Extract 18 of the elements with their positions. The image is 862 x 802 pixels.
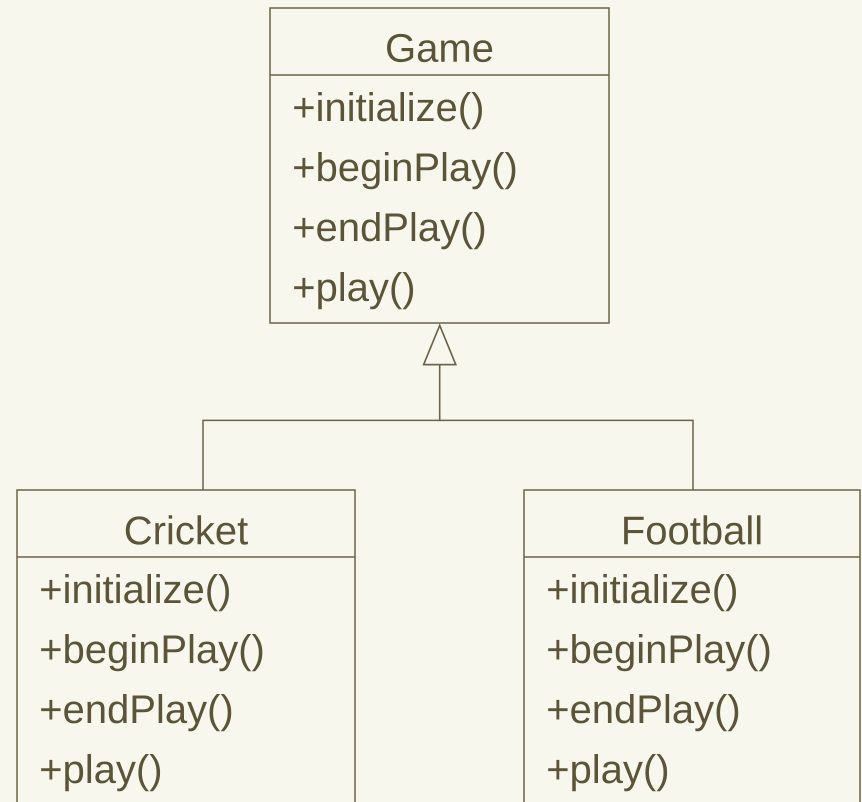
class-box <box>16 489 356 802</box>
method-text: +initialize() <box>41 574 229 612</box>
method-text: +beginPlay() <box>41 634 262 672</box>
method-text: +endPlay() <box>548 694 738 732</box>
class-box <box>523 489 861 802</box>
method-text: +beginPlay() <box>548 634 770 672</box>
method-text: +play() <box>548 754 668 792</box>
method-text: +beginPlay() <box>294 152 516 190</box>
class-box <box>269 7 610 324</box>
method-text: +endPlay() <box>41 694 232 732</box>
class-name: Cricket <box>126 515 248 545</box>
class-name: Football <box>624 515 760 545</box>
method-text: +initialize() <box>548 574 736 612</box>
method-text: +initialize() <box>294 92 482 130</box>
class-name: Game <box>387 34 492 62</box>
method-text: +play() <box>41 754 160 792</box>
method-text: +play() <box>294 272 414 310</box>
method-text: +endPlay() <box>294 212 484 250</box>
